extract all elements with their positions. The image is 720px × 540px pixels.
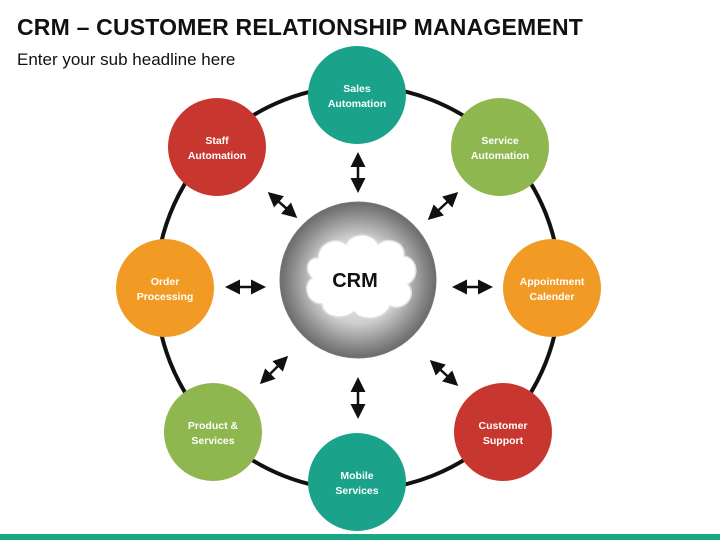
node-label-line1: Customer — [478, 420, 527, 432]
connector-arrows — [225, 152, 493, 419]
node-circle — [308, 46, 406, 144]
node-circle — [308, 433, 406, 531]
node-circle — [451, 98, 549, 196]
node-label-line2: Automation — [471, 150, 529, 162]
node-circle — [116, 239, 214, 337]
cloud-shape — [305, 234, 417, 319]
footer-bar — [0, 534, 720, 540]
node-circle — [454, 383, 552, 481]
outer-nodes: SalesAutomationServiceAutomationAppointm… — [116, 46, 601, 531]
node-product-services: Product & Services — [164, 383, 262, 481]
node-label-line2: Services — [191, 435, 234, 447]
node-label-line1: Appointment — [520, 276, 585, 288]
node-label-line1: Mobile — [340, 470, 373, 482]
node-label-line1: Sales — [343, 83, 371, 95]
node-label-line1: Staff — [205, 135, 229, 147]
page-title: CRM – CUSTOMER RELATIONSHIP MANAGEMENT — [17, 14, 584, 40]
node-label-line1: Product & — [188, 420, 239, 432]
node-label-line1: Service — [481, 135, 519, 147]
node-label-line2: Services — [335, 485, 378, 497]
node-label-line2: Calender — [530, 291, 575, 303]
double-arrow-product-services — [259, 355, 289, 385]
hub-label: CRM — [332, 270, 378, 292]
double-arrow-customer-support — [429, 359, 459, 387]
crm-hub: CRM — [279, 201, 437, 359]
double-arrow-staff-automation — [267, 192, 298, 218]
node-label-line2: Automation — [188, 150, 246, 162]
node-label-line1: Order — [151, 276, 180, 288]
node-circle — [168, 98, 266, 196]
double-arrow-service-automation — [427, 191, 459, 221]
node-label-line2: Support — [483, 435, 524, 447]
node-circle — [164, 383, 262, 481]
node-label-line2: Automation — [328, 98, 386, 110]
node-label-line2: Processing — [137, 291, 194, 303]
node-circle — [503, 239, 601, 337]
page-subtitle: Enter your sub headline here — [17, 50, 236, 69]
